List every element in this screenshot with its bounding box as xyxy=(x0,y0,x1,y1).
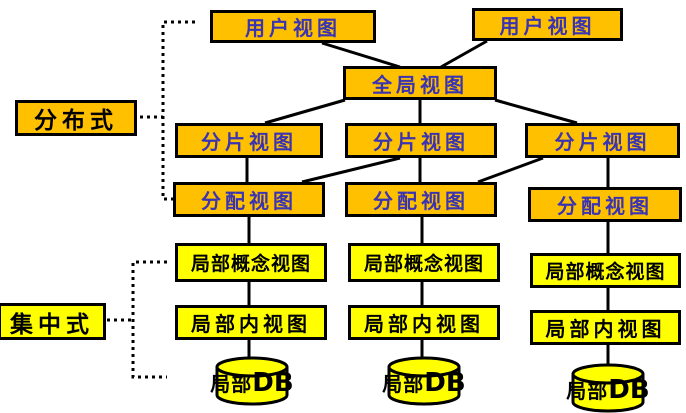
node-allocation-view-3: 分配视图 xyxy=(528,187,682,222)
label-distributed: 分布式 xyxy=(15,100,137,136)
centralized-bracket xyxy=(131,260,167,379)
distributed-bracket xyxy=(161,20,195,201)
node-local-conceptual-view-3-text: 局部概念视图 xyxy=(545,261,666,283)
database-label-3-latin: DB xyxy=(608,375,650,405)
cylinder-shape-3 xyxy=(571,363,645,413)
node-allocation-view-3-text: 分配视图 xyxy=(557,194,653,218)
label-distributed-text: 分布式 xyxy=(34,108,118,134)
node-local-conceptual-view-2: 局部概念视图 xyxy=(348,243,500,282)
node-local-conceptual-view-1-text: 局部概念视图 xyxy=(190,253,311,275)
edge-frag2-alloc1 xyxy=(301,156,401,184)
node-fragment-view-1: 分片视图 xyxy=(175,123,323,158)
node-local-internal-view-1: 局部内视图 xyxy=(175,305,327,340)
node-allocation-view-1: 分配视图 xyxy=(173,182,325,217)
database-label-3: 局部DB xyxy=(558,375,658,405)
database-cylinder-2: 局部DB xyxy=(382,356,466,406)
node-local-conceptual-view-1: 局部概念视图 xyxy=(175,243,327,282)
node-local-conceptual-view-3: 局部概念视图 xyxy=(530,253,681,288)
node-user-view-2-text: 用户视图 xyxy=(499,14,596,38)
database-label-1-cjk: 局部 xyxy=(210,372,253,396)
node-fragment-view-2: 分片视图 xyxy=(345,123,497,158)
edge-user2-global xyxy=(440,39,488,69)
node-local-internal-view-3: 局部内视图 xyxy=(530,310,681,345)
database-label-3-cjk: 局部 xyxy=(566,379,609,403)
node-fragment-view-3-text: 分片视图 xyxy=(554,130,651,154)
node-user-view-1-text: 用户视图 xyxy=(245,16,341,40)
database-label-1-latin: DB xyxy=(252,368,294,398)
node-local-internal-view-1-text: 局部内视图 xyxy=(191,312,311,336)
label-centralized: 集中式 xyxy=(0,303,106,340)
node-allocation-view-1-text: 分配视图 xyxy=(201,189,297,213)
database-label-2-cjk: 局部 xyxy=(382,372,425,396)
node-fragment-view-1-text: 分片视图 xyxy=(201,130,297,154)
node-local-conceptual-view-2-text: 局部概念视图 xyxy=(363,253,484,275)
edge-global-frag1 xyxy=(264,98,346,125)
node-global-view: 全局视图 xyxy=(343,66,497,100)
node-local-internal-view-2-text: 局部内视图 xyxy=(364,312,484,336)
label-centralized-text: 集中式 xyxy=(10,311,94,338)
database-cylinder-1: 局部DB xyxy=(210,356,294,406)
edge-user1-global xyxy=(321,41,401,69)
node-allocation-view-2: 分配视图 xyxy=(345,182,497,217)
edge-global-frag3 xyxy=(494,98,578,125)
node-user-view-2: 用户视图 xyxy=(472,8,623,41)
database-cylinder-3: 局部DB xyxy=(566,363,650,413)
database-label-1: 局部DB xyxy=(202,368,302,398)
node-user-view-1: 用户视图 xyxy=(210,10,376,43)
cylinder-shape-2 xyxy=(387,356,461,406)
edge-frag3-alloc2 xyxy=(477,156,544,184)
node-local-internal-view-2: 局部内视图 xyxy=(348,305,500,340)
node-local-internal-view-3-text: 局部内视图 xyxy=(545,317,666,341)
node-fragment-view-2-text: 分片视图 xyxy=(373,130,469,154)
cylinder-shape-1 xyxy=(215,356,289,406)
node-allocation-view-2-text: 分配视图 xyxy=(373,189,469,213)
database-label-2: 局部DB xyxy=(374,368,474,398)
node-fragment-view-3: 分片视图 xyxy=(525,123,680,158)
database-label-2-latin: DB xyxy=(424,368,466,398)
node-global-view-text: 全局视图 xyxy=(372,72,468,97)
